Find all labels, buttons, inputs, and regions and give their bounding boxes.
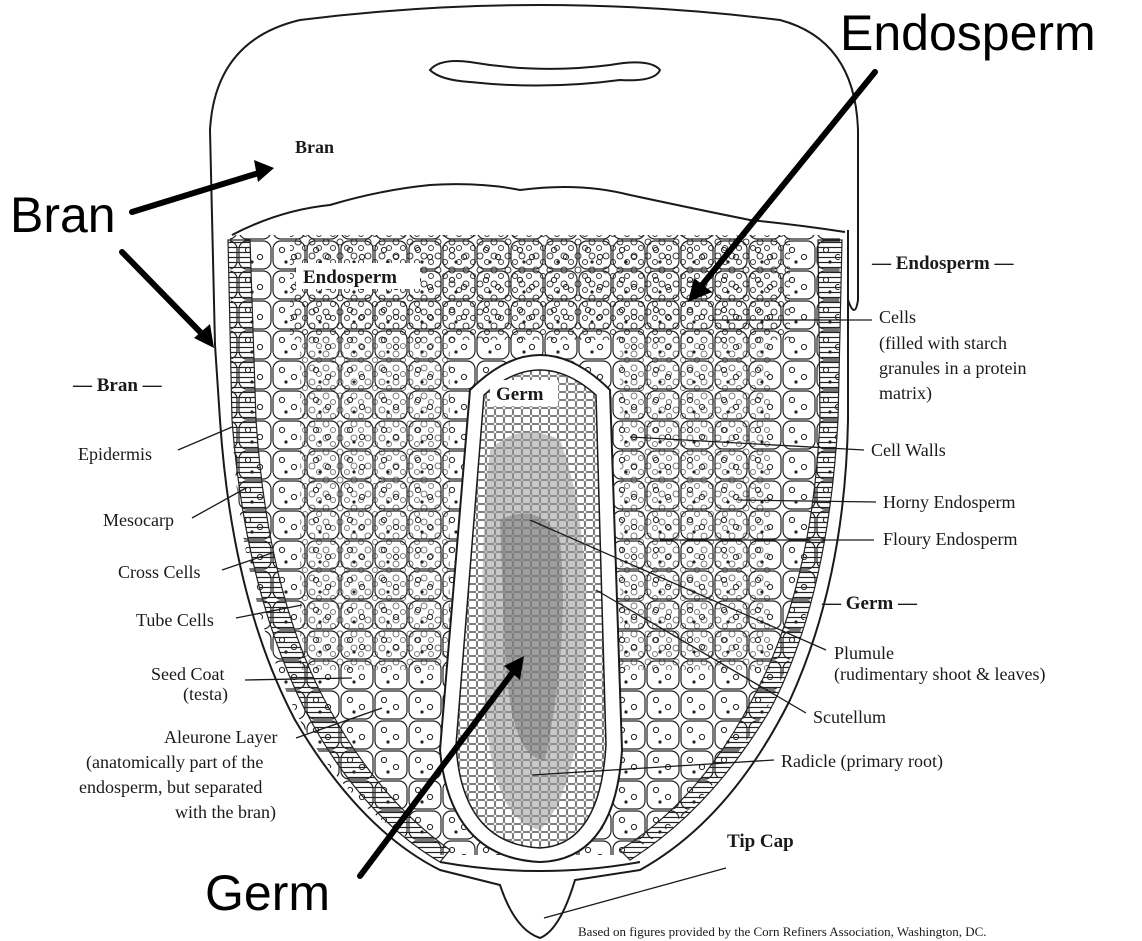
endosperm-top-edge [232, 184, 845, 235]
cells-label-3: granules in a protein [879, 358, 1026, 378]
germ-callout: Germ [205, 865, 330, 921]
bran-inner-label: Bran [295, 137, 334, 157]
germ-header: — Germ — [821, 593, 918, 614]
epidermis-label: Epidermis [78, 444, 152, 464]
bran-callout: Bran [10, 187, 116, 243]
endosperm-header: — Endosperm — [871, 253, 1014, 274]
source-credit: Based on figures provided by the Corn Re… [578, 924, 987, 939]
cells-label-1: Cells [879, 307, 916, 327]
mesocarp-leader [192, 488, 246, 518]
scutellum-label: Scutellum [813, 707, 886, 727]
tube-cells-label: Tube Cells [136, 610, 214, 630]
tip-cap-label: Tip Cap [727, 831, 794, 852]
aleurone-label-3: endosperm, but separated [79, 777, 262, 797]
cells-label-4: matrix) [879, 383, 932, 404]
endosperm-callout: Endosperm [840, 5, 1096, 61]
tip-cap-outline [440, 862, 640, 871]
germ-tissue [440, 355, 622, 862]
cross-cells-label: Cross Cells [118, 562, 201, 582]
seed-coat-label-1: Seed Coat [151, 664, 225, 684]
mesocarp-label: Mesocarp [103, 510, 174, 530]
floury-endosperm-label: Floury Endosperm [883, 529, 1018, 549]
aleurone-label-1: Aleurone Layer [164, 727, 277, 747]
top-fold [430, 61, 660, 86]
plumule-label-1: Plumule [834, 643, 894, 663]
germ-inner-label: Germ [496, 384, 544, 405]
epidermis-leader [178, 427, 232, 450]
cell-walls-label: Cell Walls [871, 440, 946, 460]
bran-arrow-upper [132, 172, 262, 212]
endosperm-inner-label: Endosperm [303, 267, 397, 288]
horny-endosperm-label: Horny Endosperm [883, 492, 1015, 512]
aleurone-label-4: with the bran) [175, 802, 276, 823]
bran-header: — Bran — [72, 375, 163, 396]
cells-label-2: (filled with starch [879, 333, 1007, 354]
seed-coat-label-2: (testa) [183, 684, 228, 705]
plumule-label-2: (rudimentary shoot & leaves) [834, 664, 1045, 685]
bran-arrow-lower [122, 252, 206, 338]
aleurone-label-2: (anatomically part of the [86, 752, 263, 773]
bran-arrowhead-upper [254, 160, 274, 182]
radicle-label: Radicle (primary root) [781, 751, 943, 772]
